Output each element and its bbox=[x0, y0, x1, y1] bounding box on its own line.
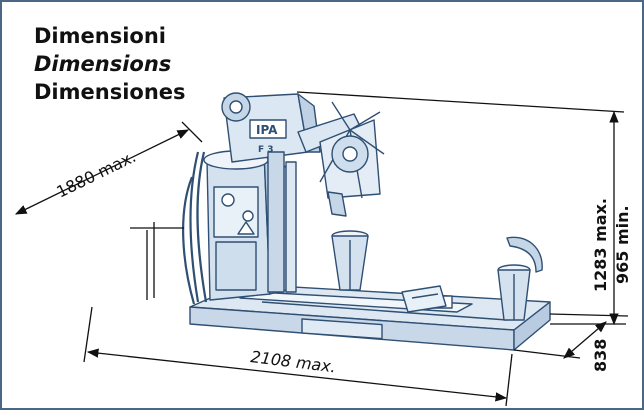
length-label: 2108 max. bbox=[250, 347, 337, 376]
machine-claw bbox=[506, 236, 543, 273]
title-spanish: Dimensiones bbox=[34, 80, 186, 104]
depth-label: 1880 max. bbox=[53, 147, 138, 202]
machine-arm bbox=[297, 101, 385, 217]
depth-arrow bbox=[14, 129, 190, 215]
machine-tool-left bbox=[331, 230, 369, 291]
brand-label: IPA bbox=[256, 123, 278, 137]
model-label: F 3 bbox=[258, 145, 274, 155]
title-block: Dimensioni Dimensions Dimensiones bbox=[34, 22, 186, 106]
machine-tool-right bbox=[497, 264, 531, 321]
length-arrow bbox=[86, 348, 508, 402]
machine-mast bbox=[267, 151, 297, 293]
machine-head: IPA F 3 bbox=[221, 92, 321, 163]
title-italian: Dimensioni bbox=[34, 24, 166, 48]
machine-carriage bbox=[401, 285, 447, 313]
machine-hoses bbox=[182, 151, 208, 305]
base-height-arrow bbox=[563, 321, 607, 359]
machine-illustration: IPA F 3 bbox=[182, 92, 551, 351]
height-max-label: 1283 max. bbox=[591, 198, 610, 292]
base-height-label: 838 bbox=[591, 339, 610, 372]
height-min-label: 965 min. bbox=[613, 205, 632, 284]
dimension-lines bbox=[14, 91, 629, 407]
title-english: Dimensions bbox=[34, 52, 172, 76]
